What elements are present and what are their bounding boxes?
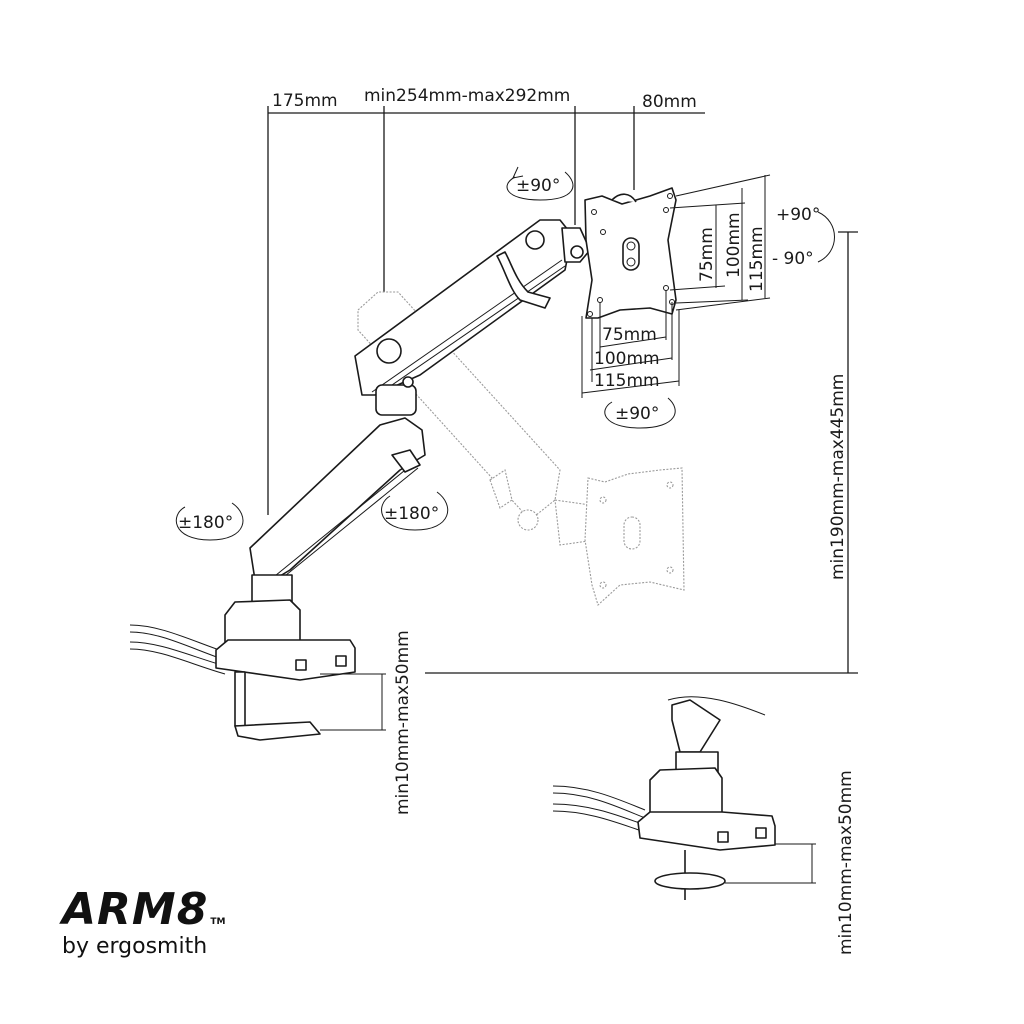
- upper-arm: [354, 219, 591, 397]
- lower-arm: [249, 376, 426, 586]
- main-clamp-dimension: [320, 673, 386, 731]
- tilt-down-label: - 90°: [772, 249, 814, 269]
- vesa-h-100mm: 100mm: [594, 349, 660, 369]
- dim-175mm: 175mm: [272, 91, 338, 111]
- rotation-head-swivel: ±90°: [506, 166, 574, 201]
- brand-byline: by ergosmith: [62, 934, 208, 959]
- main-clamp-base: [129, 574, 356, 741]
- rotation-head-rotation: ±90°: [604, 397, 676, 429]
- rotation-elbow-swivel: ±180°: [381, 491, 449, 531]
- grommet-clamp-dimension: [725, 843, 816, 884]
- dim-arm-length: min254mm-max292mm: [364, 86, 570, 106]
- grommet-base: [552, 696, 776, 900]
- dim-height-range: min190mm-max445mm: [828, 374, 848, 580]
- vesa-h-115mm: 115mm: [594, 371, 660, 391]
- brand-name: ARM8: [62, 884, 209, 935]
- vesa-vertical-dimension: [669, 174, 771, 311]
- brand-trademark: TM: [210, 917, 226, 927]
- vesa-plate: [584, 187, 677, 319]
- vesa-horizontal-dimension: [581, 290, 680, 398]
- rotation-elbow-swivel-label: ±180°: [384, 504, 439, 524]
- rotation-head-rotation-label: ±90°: [615, 404, 659, 424]
- vesa-v-115mm: 115mm: [747, 226, 767, 292]
- vesa-v-100mm: 100mm: [724, 212, 744, 278]
- top-dimension-lines: [267, 106, 705, 515]
- height-dimension-lines: [425, 231, 858, 674]
- rotation-tilt: +90° - 90°: [772, 205, 835, 269]
- dim-clamp-main: min10mm-max50mm: [393, 630, 413, 815]
- tilt-up-label: +90°: [776, 205, 820, 225]
- vesa-v-75mm: 75mm: [697, 227, 717, 282]
- rotation-base-swivel: ±180°: [175, 502, 244, 541]
- rotation-head-swivel-label: ±90°: [516, 176, 560, 196]
- rotation-base-swivel-label: ±180°: [178, 513, 233, 533]
- vesa-h-75mm: 75mm: [602, 325, 657, 345]
- dim-clamp-grommet: min10mm-max50mm: [836, 770, 856, 955]
- dim-80mm: 80mm: [642, 92, 697, 112]
